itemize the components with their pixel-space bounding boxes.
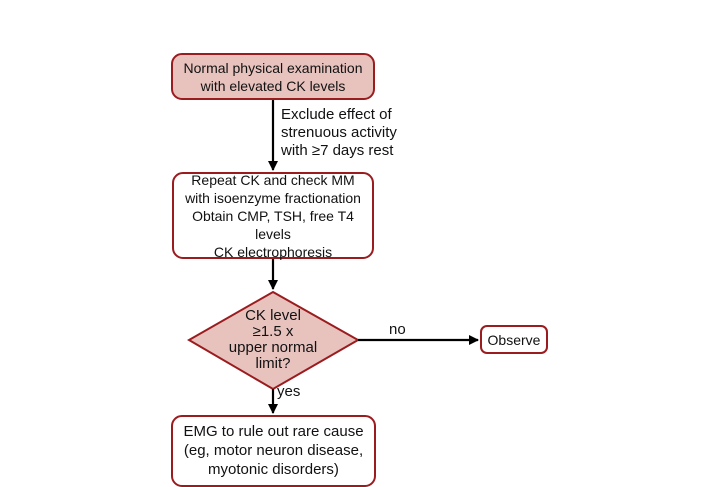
exclude-line-2: strenuous activity xyxy=(281,124,397,141)
start-node-line-2: with elevated CK levels xyxy=(200,77,346,94)
decision-line-1: CK level xyxy=(245,307,301,324)
exclude-line-1: Exclude effect of xyxy=(281,106,392,123)
no-edge-label: no xyxy=(389,321,406,338)
repeat-ck-node: Repeat CK and check MM with isoenzyme fr… xyxy=(172,171,374,260)
emg-line-2: (eg, motor neuron disease, xyxy=(183,442,364,459)
decision-label: CK level ≥1.5 x upper normal limit? xyxy=(203,308,343,372)
exclude-activity-label: Exclude effect of strenuous activity wit… xyxy=(281,106,397,160)
start-node: Normal physical examination with elevate… xyxy=(171,53,375,100)
decision-line-2: ≥1.5 x xyxy=(252,323,294,340)
repeat-line-1: Repeat CK and check MM xyxy=(191,171,355,188)
connector-layer xyxy=(187,100,479,414)
observe-node: Observe xyxy=(480,325,548,354)
exclude-line-3: with ≥7 days rest xyxy=(281,142,394,159)
repeat-line-4: CK electrophoresis xyxy=(213,243,333,260)
yes-edge-label: yes xyxy=(277,383,301,400)
repeat-line-2: with isoenzyme fractionation xyxy=(185,189,361,206)
decision-line-3: upper normal xyxy=(228,339,318,356)
observe-label: Observe xyxy=(487,331,541,348)
emg-node: EMG to rule out rare cause (eg, motor ne… xyxy=(171,415,376,487)
emg-line-1: EMG to rule out rare cause xyxy=(183,423,364,440)
start-node-line-1: Normal physical examination xyxy=(183,59,363,76)
repeat-line-3: Obtain CMP, TSH, free T4 levels xyxy=(192,207,354,242)
decision-line-4: limit? xyxy=(255,355,291,372)
emg-line-3: myotonic disorders) xyxy=(208,461,339,478)
